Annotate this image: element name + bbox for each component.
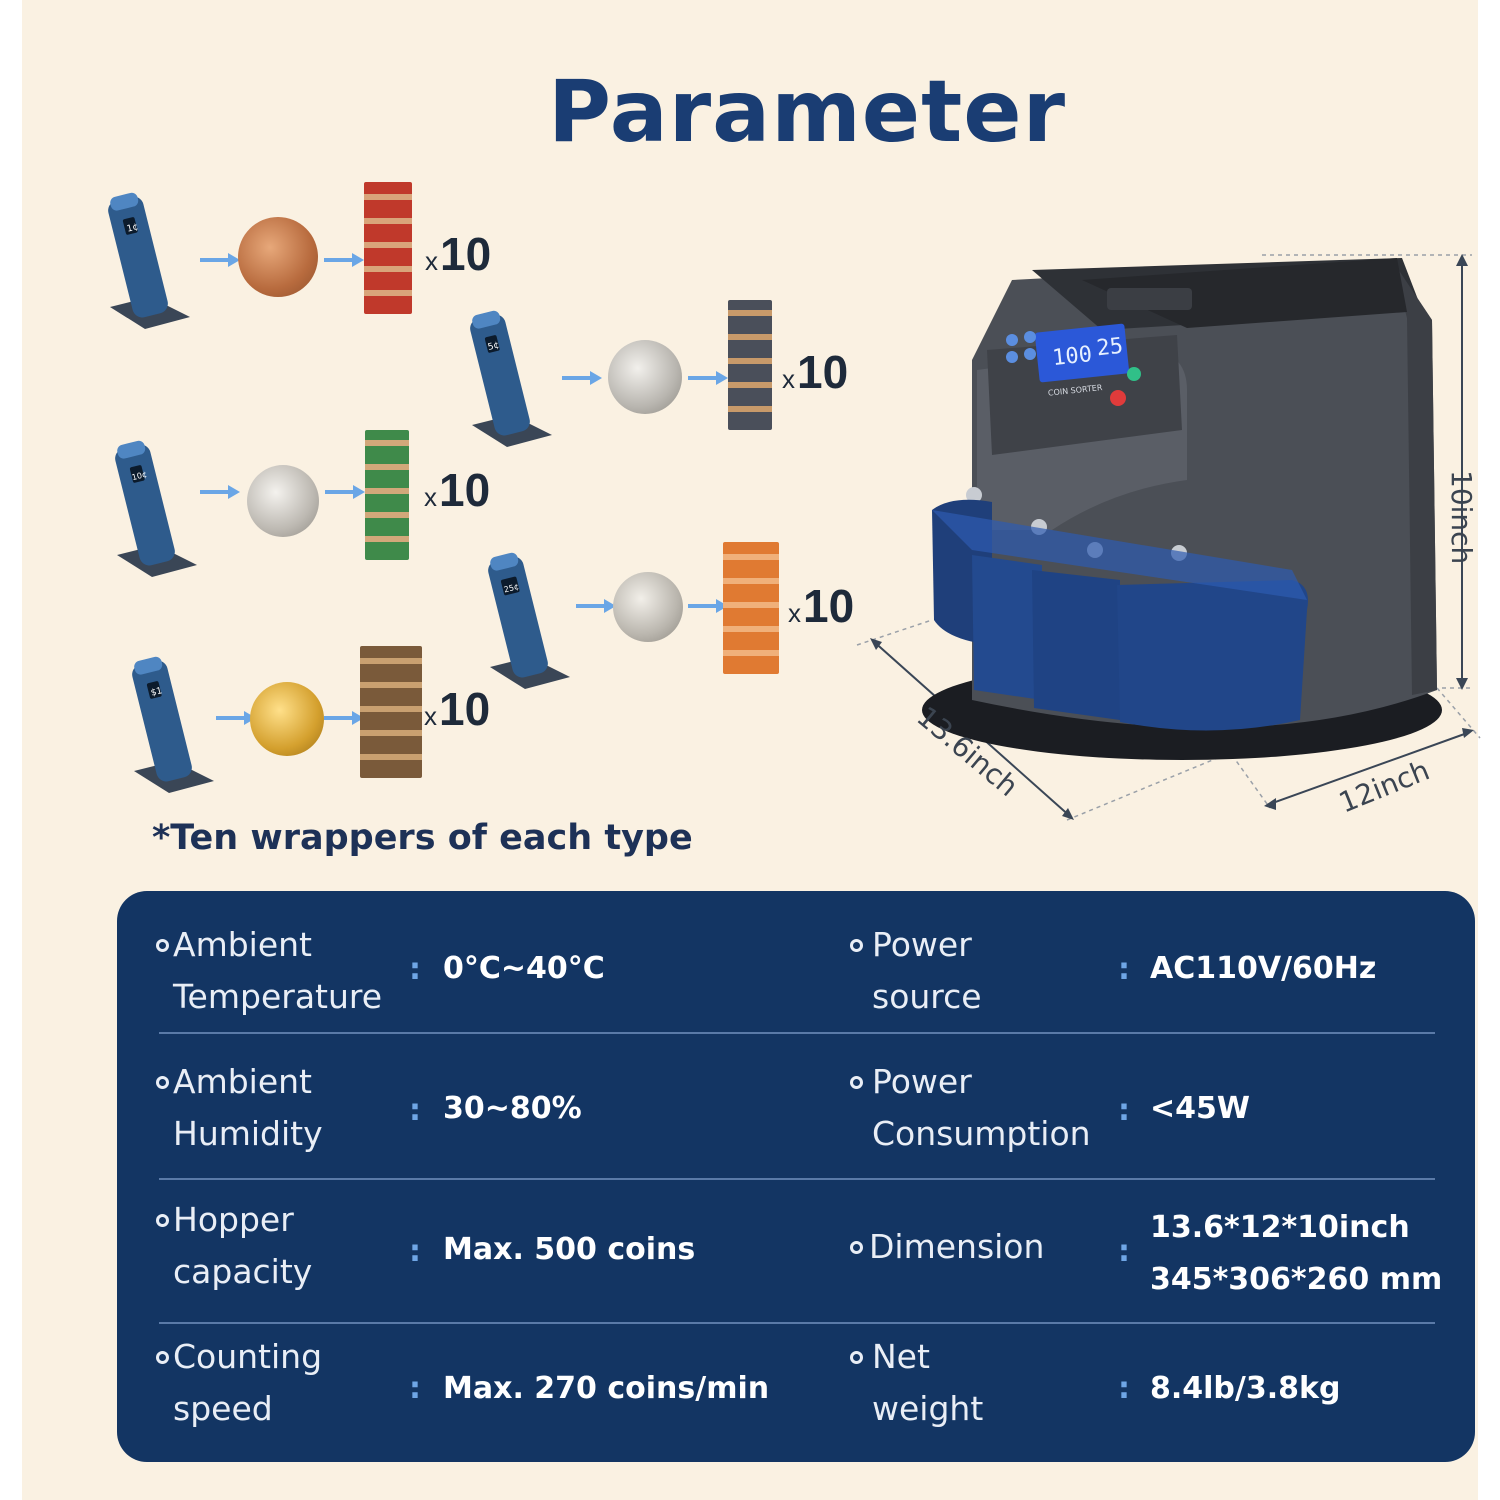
spec-label: Hopper xyxy=(173,1200,294,1239)
arrow-right-icon xyxy=(200,485,240,499)
spec-label: Dimension xyxy=(869,1227,1045,1266)
tube-denomination: 25¢ xyxy=(503,582,520,594)
wrapper-count: x10 xyxy=(788,580,855,632)
coin-tube-icon: 5¢ xyxy=(470,310,552,447)
coin-wrapper-nickel xyxy=(728,300,772,430)
spec-label: Ambient xyxy=(173,1062,312,1101)
coin-tube-icon: 25¢ xyxy=(488,552,570,689)
wrapper-note: *Ten wrappers of each type xyxy=(152,818,693,858)
spec-value: Max. 500 coins xyxy=(443,1232,696,1267)
spec-label: Power xyxy=(872,1062,972,1101)
arrow-right-icon xyxy=(200,253,240,267)
spec-value: 30~80% xyxy=(443,1091,582,1126)
arrow-right-icon xyxy=(324,253,364,267)
coin-row-dollar: $1 x10 xyxy=(124,646,544,793)
row-divider xyxy=(159,1178,1435,1180)
coin-wrapper-penny xyxy=(364,182,412,314)
spec-label: weight xyxy=(872,1389,984,1428)
spec-table: Ambient Temperature : 0°C~40°C Power sou… xyxy=(117,891,1475,1462)
coin-wrapper-dime xyxy=(365,430,409,560)
dollar-coin-icon xyxy=(250,682,324,756)
spec-label: capacity xyxy=(173,1252,313,1291)
spec-value: Max. 270 coins/min xyxy=(443,1371,770,1406)
arrow-right-icon xyxy=(688,599,728,613)
spec-label: Net xyxy=(872,1337,930,1376)
coin-sorter-machine: 100 25 COIN SORTER 10inch 13.6inch 12inc… xyxy=(852,240,1500,840)
spec-label: Counting xyxy=(173,1337,323,1376)
tube-denomination: 1¢ xyxy=(126,222,140,234)
bullet-icon xyxy=(156,1351,169,1364)
arrow-right-icon xyxy=(688,371,728,385)
wrapper-count: x10 xyxy=(425,228,492,280)
coin-row-nickel: 5¢ x10 xyxy=(462,300,882,447)
spec-colon: : xyxy=(1118,1371,1130,1406)
infographic-panel: Parameter 1¢ x10 5¢ x10 xyxy=(22,0,1481,1500)
coin-row-penny: 1¢ x10 xyxy=(100,182,520,329)
spec-label: speed xyxy=(173,1389,273,1428)
bullet-icon xyxy=(156,1214,169,1227)
dime-coin-icon xyxy=(247,465,319,537)
arrow-right-icon xyxy=(324,711,364,725)
coin-wrapper-dollar xyxy=(360,646,422,778)
coin-tube-icon: 1¢ xyxy=(108,192,190,329)
wrapper-count: x10 xyxy=(424,683,491,735)
spec-label: Consumption xyxy=(872,1114,1091,1153)
coin-sorter-illustration: 100 25 COIN SORTER xyxy=(856,254,1481,821)
spec-value: 345*306*260 mm xyxy=(1150,1262,1443,1297)
spec-colon: : xyxy=(409,1093,421,1128)
arrow-right-icon xyxy=(562,371,602,385)
penny-coin-icon xyxy=(238,217,318,297)
dimension-height-label: 10inch xyxy=(1445,470,1478,565)
arrow-right-icon xyxy=(325,485,365,499)
spec-colon: : xyxy=(409,952,421,987)
tube-denomination: 10¢ xyxy=(131,470,148,482)
tube-denomination: 5¢ xyxy=(487,340,501,352)
coin-tube-icon: 10¢ xyxy=(115,440,197,577)
bullet-icon xyxy=(156,1076,169,1089)
spec-colon: : xyxy=(1118,1093,1130,1128)
spec-value: 0°C~40°C xyxy=(443,951,605,986)
row-divider xyxy=(159,1032,1435,1034)
spec-colon: : xyxy=(409,1234,421,1269)
wrapper-count: x10 xyxy=(424,464,491,516)
wrapper-count: x10 xyxy=(782,346,849,398)
spec-colon: : xyxy=(1118,1234,1130,1269)
tube-denomination: $1 xyxy=(150,686,164,698)
coin-tube-icon: $1 xyxy=(132,656,214,793)
arrow-right-icon xyxy=(576,599,616,613)
spec-label: Power xyxy=(872,925,972,964)
spec-value: <45W xyxy=(1150,1091,1250,1126)
row-divider xyxy=(159,1322,1435,1324)
spec-value: 13.6*12*10inch xyxy=(1150,1210,1410,1245)
coin-row-quarter: 25¢ x10 xyxy=(480,542,900,689)
display-count: 100 xyxy=(1051,342,1093,371)
bullet-icon xyxy=(850,1241,863,1254)
quarter-coin-icon xyxy=(613,572,683,642)
bullet-icon xyxy=(850,939,863,952)
spec-value: 8.4lb/3.8kg xyxy=(1150,1371,1341,1406)
bullet-icon xyxy=(850,1076,863,1089)
page-title: Parameter xyxy=(548,62,1066,162)
spec-label: Humidity xyxy=(173,1114,323,1153)
coin-row-dime: 10¢ x10 xyxy=(107,430,527,577)
bullet-icon xyxy=(156,939,169,952)
spec-label: Temperature xyxy=(173,977,383,1016)
nickel-coin-icon xyxy=(608,340,682,414)
spec-label: source xyxy=(872,977,982,1016)
spec-colon: : xyxy=(409,1371,421,1406)
bullet-icon xyxy=(850,1351,863,1364)
spec-value: AC110V/60Hz xyxy=(1150,951,1377,986)
spec-colon: : xyxy=(1118,952,1130,987)
coin-wrapper-quarter xyxy=(723,542,779,674)
spec-label: Ambient xyxy=(173,925,312,964)
display-denomination: 25 xyxy=(1095,334,1124,362)
